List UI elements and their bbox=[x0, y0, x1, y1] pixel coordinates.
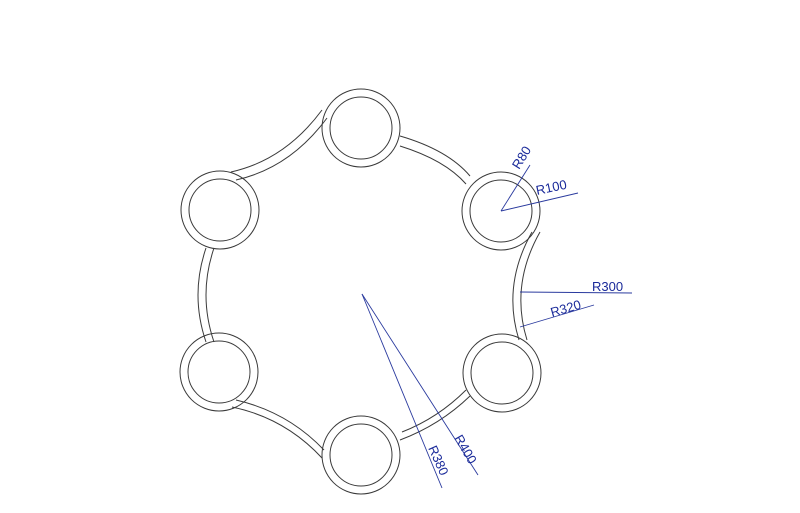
r400-label: R400 bbox=[451, 432, 480, 466]
r400-leader bbox=[361, 293, 479, 476]
outer-arc-bottom bbox=[231, 406, 323, 459]
outer-arc-right-inner bbox=[512, 231, 533, 341]
boss-upper-right-inner-circle bbox=[469, 179, 533, 243]
boss-upper-left bbox=[180, 170, 260, 250]
r100-label: R100 bbox=[535, 177, 569, 198]
boss-top-inner-circle bbox=[329, 96, 393, 160]
boss-bottom-inner-circle bbox=[329, 423, 393, 487]
boss-bottom bbox=[321, 415, 401, 495]
outer-arc-left bbox=[197, 247, 207, 343]
outer-profile bbox=[197, 109, 541, 459]
r320-leader bbox=[519, 304, 595, 328]
r100-leader bbox=[500, 192, 579, 212]
outer-arc-upper-right-inner bbox=[399, 145, 467, 185]
r300-label: R300 bbox=[592, 279, 623, 294]
outer-arc-bottom-inner bbox=[235, 399, 325, 451]
boss-upper-right-outer-circle bbox=[461, 171, 541, 251]
r380-leader bbox=[361, 293, 443, 489]
boss-top-outer-circle bbox=[321, 88, 401, 168]
boss-lower-right-outer-circle bbox=[462, 333, 542, 413]
boss-lower-right bbox=[462, 333, 542, 413]
r380-label: R380 bbox=[425, 443, 451, 477]
boss-lower-right-inner-circle bbox=[470, 341, 534, 405]
r80-leader bbox=[500, 164, 531, 212]
boss-top bbox=[321, 88, 401, 168]
boss-upper-left-outer-circle bbox=[180, 170, 260, 250]
boss-lower-left-outer-circle bbox=[179, 332, 259, 412]
boss-lower-left-inner-circle bbox=[187, 340, 251, 404]
outer-arc-lower-right-inner bbox=[401, 389, 467, 433]
outer-arc-upper-right bbox=[399, 135, 471, 177]
r80-label: R80 bbox=[509, 143, 534, 171]
outer-arc-top bbox=[230, 109, 323, 173]
boss-lower-left bbox=[179, 332, 259, 412]
outer-arc-top-inner bbox=[235, 117, 328, 181]
boss-upper-left-inner-circle bbox=[188, 178, 252, 242]
outer-arc-right bbox=[520, 231, 541, 341]
boss-bottom-outer-circle bbox=[321, 415, 401, 495]
outer-arc-lower-right bbox=[399, 395, 471, 441]
outer-arc-left-inner bbox=[205, 247, 215, 343]
r300-leader bbox=[519, 291, 633, 294]
dimensions bbox=[361, 164, 633, 489]
r320-label: R320 bbox=[549, 297, 583, 320]
boss-upper-right bbox=[461, 171, 541, 251]
